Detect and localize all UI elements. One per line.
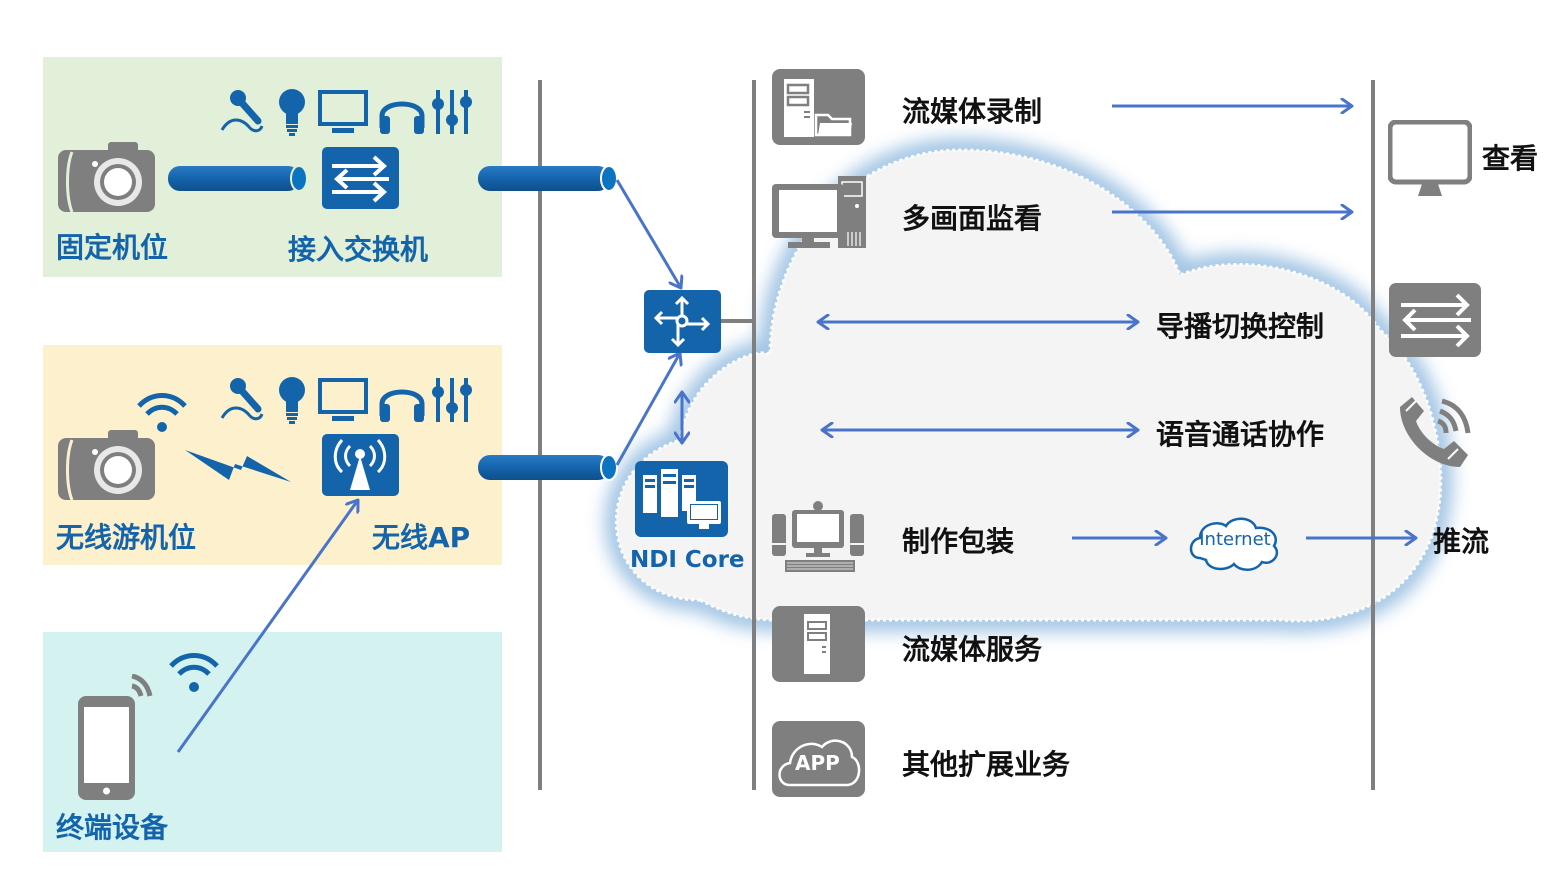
desktop-computer-icon [772,176,866,248]
camera-label-fixed: 固定机位 [56,231,169,264]
terminal-label: 终端设备 [56,811,169,844]
microphone-icon [220,378,264,421]
service-label-production: 制作包装 [902,525,1015,558]
lightning-wireless-icon [185,450,291,482]
mixer-sliders-icon [432,90,472,134]
wifi-icon [169,653,219,692]
lightbulb-icon [279,377,305,424]
service-label-recording: 流媒体录制 [902,95,1043,128]
cable-ap-uplink [478,454,618,481]
microphone-icon [220,90,264,133]
smartphone-icon [78,674,153,800]
cable-switch-uplink [478,165,618,192]
arrow-switch-to-router [615,179,681,288]
workstation-icon [772,501,864,572]
monitor-icon [318,90,368,133]
switch-icon [1389,283,1481,357]
arrow-terminal-to-ap [176,500,358,753]
router-icon [644,290,721,353]
service-label-voice: 语音通话协作 [1156,418,1325,451]
internet-label: Internet [1199,529,1271,550]
camera-label-wireless: 无线游机位 [56,521,197,554]
mixer-sliders-icon [432,378,472,422]
ndi-core-label: NDI Core [630,547,745,573]
divider-line-1 [538,80,542,790]
service-label-switching: 导播切换控制 [1156,310,1325,343]
headphones-icon [379,101,425,134]
service-label-extended: 其他扩展业务 [902,748,1071,781]
switch-icon [322,147,399,209]
cable-camera-to-switch [168,165,308,192]
camera-icon [58,142,155,213]
arrow-ap-to-router [615,353,680,466]
peripheral-icons-fixed [220,88,485,142]
app-cloud-icon [772,721,865,797]
internet-cloud-icon [1189,517,1279,571]
peripheral-icons-wireless [220,376,485,430]
divider-line-2 [752,80,756,790]
output-label-push-stream: 推流 [1433,525,1490,558]
app-icon-text: APP [795,751,840,775]
monitor-icon [318,378,368,421]
phone-call-icon [1400,397,1471,467]
camera-icon [58,430,155,501]
switch-label: 接入交换机 [288,233,429,266]
server-icon [772,606,865,682]
divider-line-3 [1371,80,1375,790]
monitor-icon [1388,120,1472,196]
lightbulb-icon [279,89,305,136]
server-cluster-icon [635,461,728,537]
service-label-multiview: 多画面监看 [902,202,1043,235]
wireless-ap-icon [322,434,399,496]
service-label-streaming-server: 流媒体服务 [902,633,1043,666]
output-label-view: 查看 [1482,142,1539,175]
server-folder-icon [772,69,865,145]
wifi-icon [137,393,187,432]
headphones-icon [379,389,425,422]
ap-label: 无线AP [372,521,471,554]
